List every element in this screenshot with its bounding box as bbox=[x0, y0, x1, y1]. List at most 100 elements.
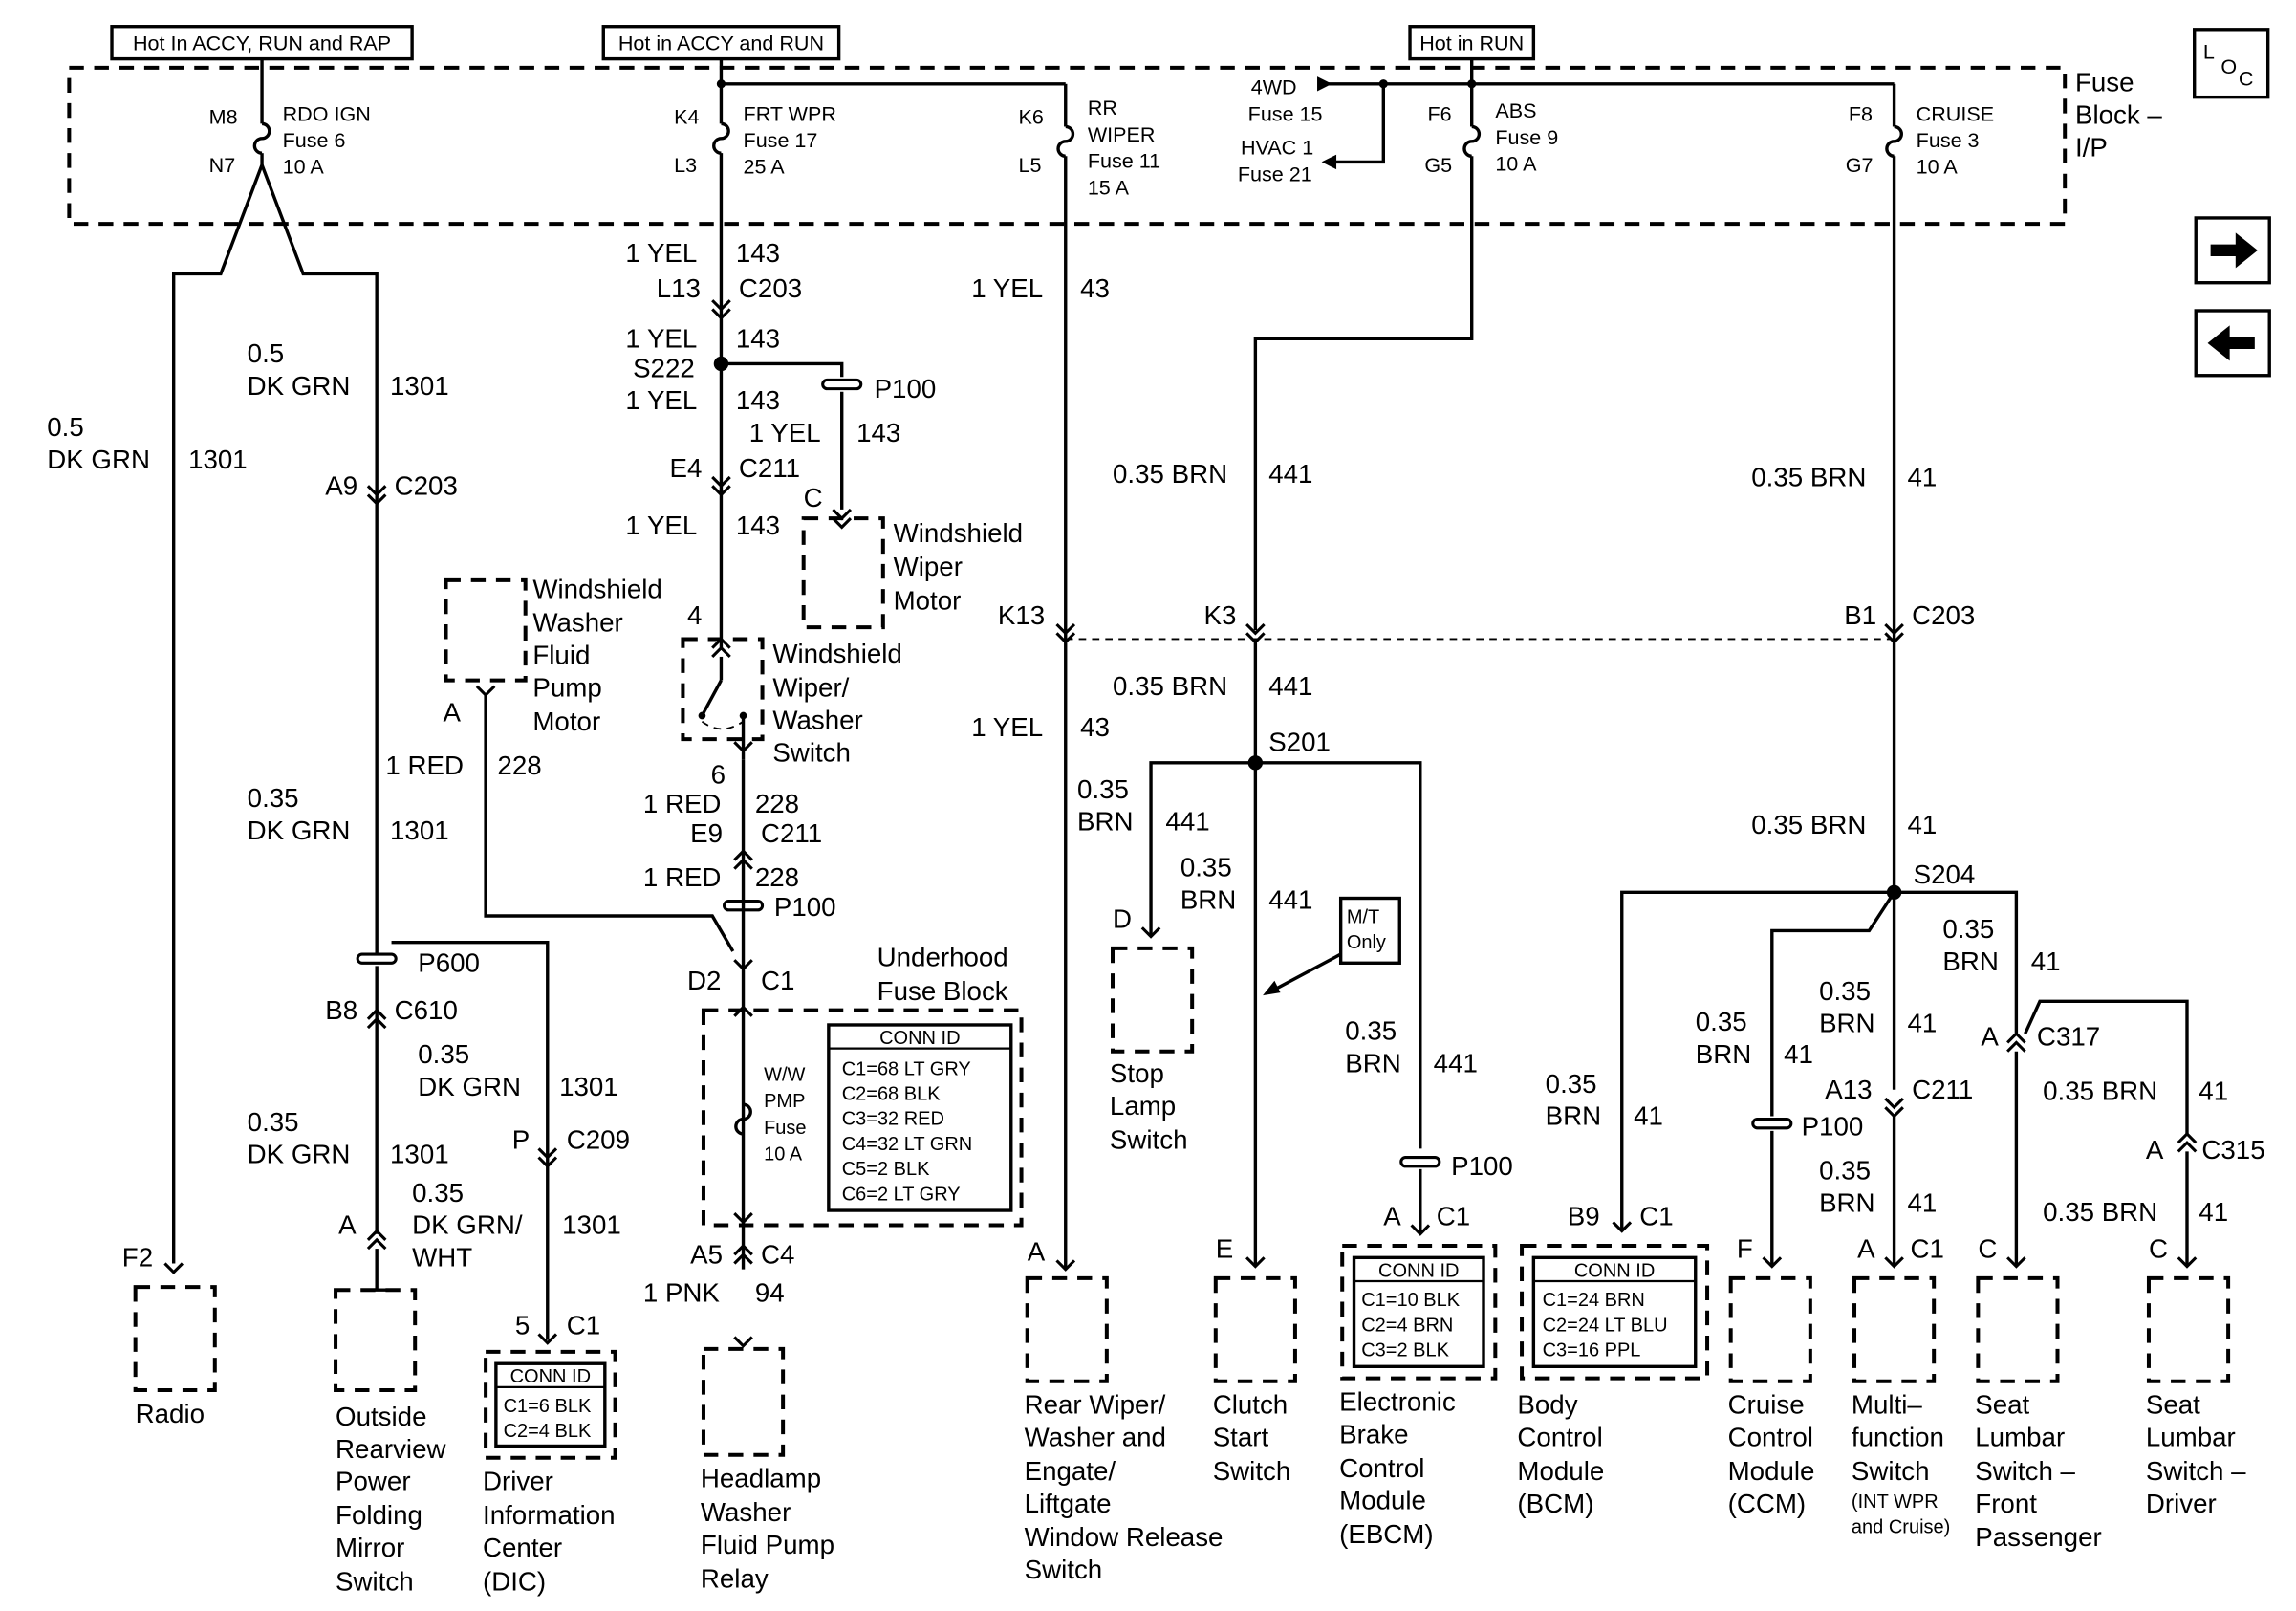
lbl-switch-pin6: 6 bbox=[711, 759, 726, 789]
header-run: Hot in RUN bbox=[1408, 25, 1536, 61]
lumbar-front-l3: Switch – bbox=[1975, 1456, 2075, 1486]
lbl-dk1-color: DK GRN bbox=[47, 445, 150, 474]
wire-dic bbox=[391, 941, 550, 1340]
conn-b1 bbox=[1884, 622, 1904, 644]
lbl-brn441d-color: BRN bbox=[1180, 884, 1236, 914]
radio-label: Radio bbox=[136, 1399, 205, 1428]
ebcm-conn-1: C1=10 BLK bbox=[1361, 1290, 1460, 1311]
fuse-hvac-line1: HVAC 1 bbox=[1241, 136, 1313, 160]
fuse-abs-line3: 10 A bbox=[1495, 152, 1537, 176]
lbl-brn41h-circuit: 41 bbox=[2199, 1077, 2228, 1106]
wire-label-e4: E4 C211 bbox=[670, 453, 801, 483]
bcm-pin-conn: C1 bbox=[1639, 1201, 1673, 1230]
lbl-red3-circuit: 228 bbox=[755, 862, 799, 892]
wire-hvac bbox=[1329, 83, 1386, 164]
wire-p100-wiper bbox=[721, 361, 844, 378]
lbl-brn41d-circuit: 41 bbox=[1907, 1009, 1937, 1038]
radio-pin: F2 bbox=[122, 1243, 153, 1273]
ebcm-conn-title: CONN ID bbox=[1378, 1260, 1459, 1281]
lbl-brn441e-circuit: 441 bbox=[1434, 1048, 1478, 1078]
fuse-cruise-line2: Fuse 3 bbox=[1917, 128, 1980, 152]
wiper-switch-box bbox=[681, 637, 765, 742]
conn-p100-c bbox=[1399, 1156, 1441, 1168]
wire-label-dk4: 0.35 DK GRN 1301 bbox=[418, 1039, 617, 1101]
ebcm-pin: A C1 bbox=[1383, 1201, 1470, 1230]
lbl-c315-pin: A bbox=[2146, 1135, 2164, 1165]
bcm-conn-3: C3=16 PPL bbox=[1543, 1340, 1641, 1361]
fuse-rr-wiper: K6 L5 RR WIPER Fuse 11 15 A bbox=[1018, 83, 1160, 199]
lumbar-driver-l3: Switch – bbox=[2146, 1456, 2246, 1486]
conn-mirror-a bbox=[366, 1229, 387, 1251]
loc-label-o: O bbox=[2220, 54, 2237, 78]
headlamp-l4: Relay bbox=[701, 1563, 769, 1593]
fuse-hvac-line2: Fuse 21 bbox=[1238, 162, 1312, 185]
clutch-label: Clutch Start Switch bbox=[1213, 1390, 1291, 1486]
stop-lamp-pin: D bbox=[1113, 903, 1132, 933]
lbl-c209-pin: P bbox=[512, 1124, 530, 1154]
headlamp-l3: Fluid Pump bbox=[701, 1530, 834, 1559]
fuse-frt-wpr: K4 L3 FRT WPR Fuse 17 25 A bbox=[674, 58, 836, 179]
underhood-conn-1: C1=68 LT GRY bbox=[842, 1058, 971, 1079]
lbl-brn41i-circuit: 41 bbox=[2199, 1197, 2228, 1227]
wiper-motor-box bbox=[801, 516, 885, 630]
washer-pump-l1: Windshield bbox=[532, 574, 661, 603]
fuse-cruise-line1: CRUISE bbox=[1917, 101, 1994, 125]
wiper-switch-l2: Wiper/ bbox=[772, 673, 849, 703]
dic-l1: Driver bbox=[483, 1467, 553, 1496]
header-accy-run-rap-text: Hot In ACCY, RUN and RAP bbox=[133, 31, 391, 54]
ccm-pin: F bbox=[1737, 1233, 1753, 1263]
fuse-frt-line2: Fuse 17 bbox=[744, 128, 818, 152]
underhood-l2: Fuse Block bbox=[877, 976, 1008, 1006]
conn-c211-e4 bbox=[711, 475, 731, 497]
ebcm-conn-id: CONN ID C1=10 BLK C2=4 BRN C3=2 BLK bbox=[1352, 1255, 1485, 1368]
wire-label-brn441c: 0.35 BRN 441 bbox=[1077, 774, 1210, 837]
lbl-d2-pin: D2 bbox=[687, 966, 721, 995]
loc-button[interactable]: L O C bbox=[2192, 28, 2270, 99]
bcm-pin: B9 C1 bbox=[1568, 1201, 1674, 1230]
lbl-b1-conn: C203 bbox=[1912, 600, 1975, 630]
lbl-a6-color: 1 YEL bbox=[625, 511, 697, 540]
mirror-l1: Outside bbox=[336, 1402, 426, 1431]
next-page-button[interactable] bbox=[2194, 216, 2271, 285]
multi-sub2: and Cruise) bbox=[1852, 1516, 1950, 1537]
washer-pump-label: Windshield Washer Fluid Pump Motor bbox=[532, 574, 661, 736]
dic-conn-title: CONN ID bbox=[510, 1366, 591, 1387]
ebcm-l2: Brake bbox=[1339, 1419, 1408, 1448]
header-run-text: Hot in RUN bbox=[1419, 31, 1524, 54]
lbl-a13-conn: C211 bbox=[1912, 1075, 1973, 1104]
conn-k13 bbox=[1055, 622, 1076, 644]
conn-p600 bbox=[356, 952, 398, 965]
lbl-red1-circuit: 228 bbox=[497, 751, 541, 780]
wire-label-brn41i: 0.35 BRN 41 bbox=[2043, 1197, 2228, 1227]
lbl-p100-b: P100 bbox=[774, 892, 836, 922]
ccm-l1: Cruise bbox=[1728, 1390, 1805, 1420]
prev-page-button[interactable] bbox=[2194, 309, 2271, 378]
lbl-c317-pin: A bbox=[1981, 1022, 1999, 1052]
ebcm-conn-3: C3=2 BLK bbox=[1361, 1340, 1449, 1361]
ccm-l3: Module bbox=[1728, 1456, 1815, 1486]
lbl-brn441a-circuit: 441 bbox=[1268, 459, 1312, 489]
conn-c203-a9 bbox=[366, 485, 387, 506]
fuse-frt-line3: 25 A bbox=[744, 155, 786, 179]
wiper-switch-label: Windshield Wiper/ Washer Switch bbox=[772, 639, 901, 767]
wire-label-dk3: 0.35 DK GRN 1301 bbox=[248, 783, 449, 845]
fuse-cruise: F8 G7 CRUISE Fuse 3 10 A bbox=[1846, 83, 1994, 179]
wire-label-brn441d: 0.35 BRN 441 bbox=[1180, 852, 1313, 914]
dic-conn-2: C2=4 BLK bbox=[504, 1421, 592, 1442]
wire-label-a13: A13 C211 bbox=[1825, 1075, 1973, 1104]
rear-wiper-l3: Engate/ bbox=[1025, 1456, 1116, 1486]
lumbar-front-l5: Passenger bbox=[1975, 1522, 2101, 1552]
conn-p100-d bbox=[1751, 1118, 1793, 1130]
lbl-a3-color: 1 YEL bbox=[625, 385, 697, 415]
wire-label-dk2: 0.5 DK GRN 1301 bbox=[248, 338, 449, 401]
fuse-abs-pin-in: F6 bbox=[1428, 101, 1452, 125]
wire-stop-lamp bbox=[1149, 761, 1256, 937]
conn-c4-a5 bbox=[733, 1243, 753, 1265]
lumbar-driver-label: Seat Lumbar Switch – Driver bbox=[2146, 1390, 2246, 1518]
bcm-conn-2: C2=24 LT BLU bbox=[1543, 1315, 1668, 1336]
lumbar-driver-l1: Seat bbox=[2146, 1390, 2200, 1420]
bcm-l2: Control bbox=[1517, 1422, 1602, 1451]
washer-pump-pin: A bbox=[443, 698, 461, 728]
wiper-motor-l3: Motor bbox=[894, 586, 962, 616]
fuse-rdo-line1: RDO IGN bbox=[283, 101, 371, 125]
